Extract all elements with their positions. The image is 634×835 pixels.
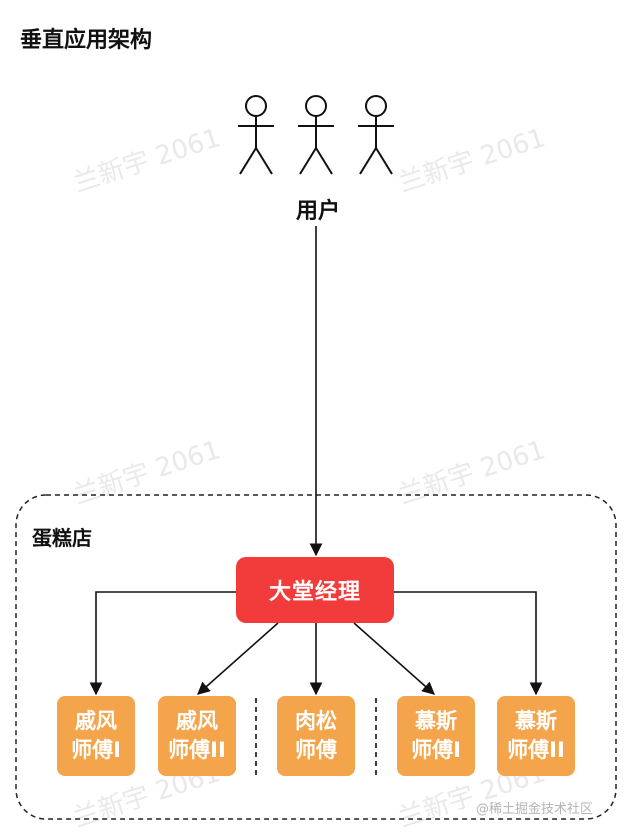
diagram-title: 垂直应用架构 — [20, 28, 153, 53]
chef-label-line1: 戚风 — [75, 709, 117, 733]
chef-label-line2: 师傅 — [295, 738, 337, 762]
source-credit: @稀土掘金技术社区 — [476, 802, 594, 817]
arrow-manager-to-chef-1 — [89, 591, 236, 696]
chef-label-line2: 师傅II — [507, 738, 565, 762]
chef-node: 慕斯 师傅I — [397, 696, 475, 776]
arrow-manager-to-chef-4 — [353, 622, 435, 695]
chef-label-line1: 慕斯 — [415, 709, 457, 733]
cake-shop-label: 蛋糕店 — [32, 526, 92, 550]
arrow-manager-to-chef-2 — [197, 622, 279, 695]
chef-node: 肉松 师傅 — [277, 696, 355, 776]
chef-node: 戚风 师傅II — [158, 696, 236, 776]
chef-node: 慕斯 师傅II — [497, 696, 575, 776]
chef-label-line1: 慕斯 — [515, 709, 557, 733]
chef-label-line1: 肉松 — [295, 709, 337, 733]
user-icon — [358, 95, 394, 175]
users-label: 用户 — [286, 193, 350, 225]
user-icon — [238, 95, 274, 175]
arrow-manager-to-chef-5 — [394, 591, 543, 696]
manager-label: 大堂经理 — [268, 580, 361, 605]
chef-node: 戚风 师傅I — [57, 696, 135, 776]
chef-label-line2: 师傅I — [411, 738, 461, 762]
user-icon — [298, 95, 334, 175]
manager-node: 大堂经理 — [236, 557, 394, 623]
chef-label-line1: 戚风 — [176, 709, 218, 733]
chef-label-line2: 师傅II — [168, 738, 226, 762]
chef-label-line2: 师傅I — [71, 738, 121, 762]
